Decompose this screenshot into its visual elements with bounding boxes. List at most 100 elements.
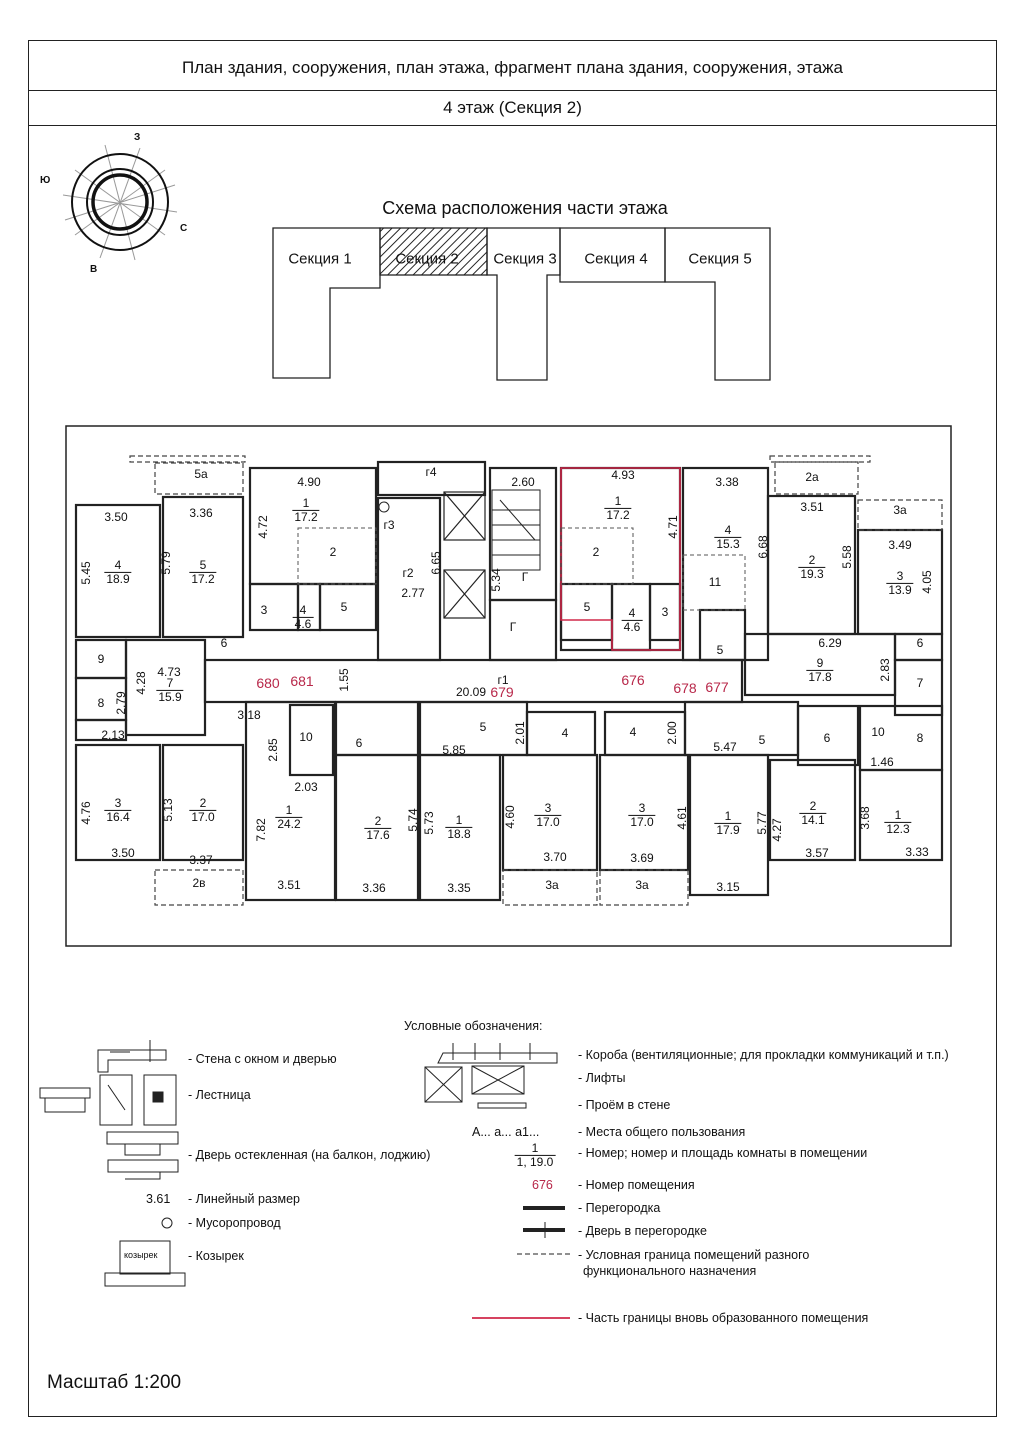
- new-premise-boundary: [560, 467, 681, 651]
- plan-label: 3а: [893, 503, 907, 517]
- premise-number: 677: [705, 679, 729, 695]
- room-wall: [288, 703, 335, 777]
- plan-label: 2: [592, 545, 600, 559]
- legend-title: Условные обозначения:: [404, 1019, 543, 1033]
- room-wall: [74, 743, 162, 862]
- balcony-outline: [154, 462, 244, 495]
- room-number: 1: [455, 812, 463, 827]
- room-number: 1: [724, 808, 732, 823]
- plan-label: г4: [425, 465, 437, 479]
- plan-label: 4.73: [157, 665, 181, 679]
- plan-label: 3: [661, 605, 669, 619]
- garbage-chute-icon: [378, 501, 390, 513]
- plan-label: 3.36: [189, 506, 213, 520]
- section-5-shape: [664, 227, 771, 381]
- room-number: 9: [816, 655, 824, 670]
- legend-ducts: - Короба (вентиляционные; для прокладки …: [578, 1048, 949, 1062]
- plan-label: г3: [383, 518, 395, 532]
- plan-label: 3.18: [237, 708, 261, 722]
- room-number: 7: [166, 675, 174, 690]
- room-wall: [796, 704, 860, 767]
- room-number: 1: [614, 493, 622, 508]
- room-number: 4: [299, 602, 307, 617]
- scale-label: Масштаб 1:200: [47, 1372, 182, 1393]
- plan-label: 11: [708, 575, 722, 589]
- room-area: 15.3: [714, 536, 742, 551]
- plan-label: 2.77: [401, 586, 425, 600]
- legend-chute: - Мусоропровод: [188, 1216, 281, 1230]
- plan-label: 3.51: [800, 500, 824, 514]
- room-area: 24.2: [275, 816, 303, 831]
- premise-number: 678: [673, 680, 697, 696]
- plan-label: 4: [629, 725, 637, 739]
- lift-icon: [443, 569, 486, 619]
- stair-icon: [491, 489, 541, 571]
- room-wall: [161, 743, 245, 862]
- balcony-outline: [599, 869, 689, 906]
- room-area: 17.0: [534, 814, 562, 829]
- plan-label: 4: [561, 726, 569, 740]
- plan-label: 3.37: [189, 853, 213, 867]
- plan-label: 3.57: [805, 846, 829, 860]
- room-number: 4: [628, 605, 636, 620]
- room-area: 17.6: [364, 827, 392, 842]
- section-2-label: Секция 2: [395, 250, 459, 268]
- legend-linear-sample: 3.61: [146, 1192, 171, 1206]
- legend-conditional-boundary: - Условная граница помещений разного: [578, 1248, 810, 1262]
- legend-new-boundary: - Часть границы вновь образованного поме…: [578, 1311, 869, 1325]
- room-area: 12.3: [884, 821, 912, 836]
- plan-label: 6: [220, 636, 228, 650]
- plan-label: 2: [329, 545, 337, 559]
- room-number: 2: [808, 552, 816, 567]
- plan-label: 5.85: [442, 743, 466, 757]
- plan-label: 5: [758, 733, 766, 747]
- plan-label: 3: [260, 603, 268, 617]
- room-wall: [688, 753, 770, 897]
- lift-cross: [443, 569, 486, 619]
- room-number: 2: [199, 795, 207, 810]
- room-area: 17.8: [806, 669, 834, 684]
- section-4-label: Секция 4: [584, 250, 648, 268]
- plan-label: 7: [916, 676, 924, 690]
- room-number: 2: [374, 813, 382, 828]
- plan-label: 1.46: [870, 755, 894, 769]
- plan-label: г1: [497, 673, 509, 687]
- plan-frame: [65, 425, 952, 947]
- plan-label: 3а: [635, 878, 649, 892]
- compass-north-label: С: [180, 223, 188, 234]
- plan-label: 3.50: [104, 510, 128, 524]
- plan-label: 10: [299, 730, 313, 744]
- room-number: 3: [896, 568, 904, 583]
- sample-area: 1, 19.0: [514, 1154, 556, 1169]
- room-area: 14.1: [799, 812, 827, 827]
- plan-label: 3.38: [715, 475, 739, 489]
- room-area: 4.6: [621, 619, 643, 634]
- legend-conditional-boundary-2: функционального назначения: [583, 1264, 757, 1278]
- glazed-door-icon: [106, 1131, 179, 1180]
- room-area: 17.2: [604, 507, 632, 522]
- plan-label: 6: [823, 731, 831, 745]
- plan-label: 2.60: [511, 475, 535, 489]
- sheet-title: План здания, сооружения, план этажа, фра…: [182, 58, 843, 77]
- room-number: 1: [285, 802, 293, 817]
- sheet-frame: [28, 40, 997, 1417]
- plan-label: 3.70: [543, 850, 567, 864]
- plan-label: 5: [716, 643, 724, 657]
- plan-label: Г: [521, 570, 529, 584]
- sample-num: 1: [531, 1140, 539, 1155]
- room-area: 15.9: [156, 689, 184, 704]
- plan-label: 3.15: [716, 880, 740, 894]
- plan-label: 4.90: [297, 475, 321, 489]
